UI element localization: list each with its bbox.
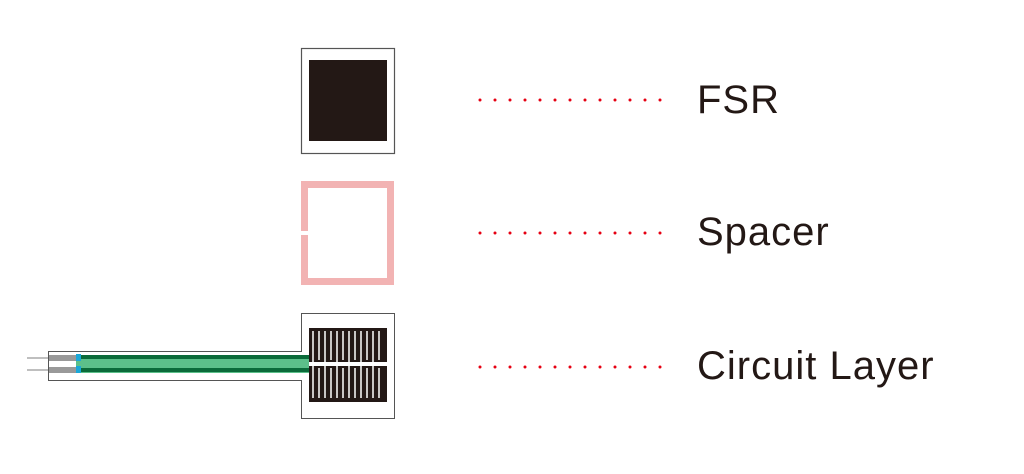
leader-dot xyxy=(598,231,602,235)
leader-dot xyxy=(643,231,647,235)
spacer-label: Spacer xyxy=(697,210,830,254)
leader-dot xyxy=(568,365,572,369)
fsr-layer-graphic xyxy=(300,47,396,155)
leader-dot xyxy=(478,98,482,102)
electrode-fingers xyxy=(312,331,380,398)
leader-dot xyxy=(508,231,512,235)
leader-dot xyxy=(538,231,542,235)
leader-dot xyxy=(538,365,542,369)
leader-dot xyxy=(508,365,512,369)
leader-dot xyxy=(628,98,632,102)
leader-dot xyxy=(553,98,557,102)
leader-dot xyxy=(568,98,572,102)
leader-dot xyxy=(523,98,527,102)
leader-dot xyxy=(613,98,617,102)
leader-dot xyxy=(628,231,632,235)
leader-lines xyxy=(478,98,662,369)
fsr-label: FSR xyxy=(697,78,780,122)
leader-dot xyxy=(613,365,617,369)
leader-dot xyxy=(583,98,587,102)
leader-dot xyxy=(553,231,557,235)
circuit-layer-label: Circuit Layer xyxy=(697,344,935,388)
leader-dot xyxy=(583,231,587,235)
leader-dot xyxy=(643,365,647,369)
leader-dot xyxy=(583,365,587,369)
leader-dot xyxy=(523,365,527,369)
leader-dot xyxy=(598,365,602,369)
leader-dot xyxy=(643,98,647,102)
leader-dot xyxy=(508,98,512,102)
circuit-layer-graphic xyxy=(27,313,395,419)
leader-dot xyxy=(658,365,662,369)
spacer-layer-graphic xyxy=(301,181,394,285)
leader-dot xyxy=(613,231,617,235)
leader-dot xyxy=(538,98,542,102)
leader-dot xyxy=(478,365,482,369)
leader-dot xyxy=(628,365,632,369)
leader-dot xyxy=(553,365,557,369)
leader-dot xyxy=(598,98,602,102)
leader-dot xyxy=(658,98,662,102)
leader-dot xyxy=(478,231,482,235)
leader-dot xyxy=(568,231,572,235)
leader-dot xyxy=(493,98,497,102)
leader-dot xyxy=(493,365,497,369)
leader-dot xyxy=(493,231,497,235)
leader-dot xyxy=(658,231,662,235)
leader-dot xyxy=(523,231,527,235)
